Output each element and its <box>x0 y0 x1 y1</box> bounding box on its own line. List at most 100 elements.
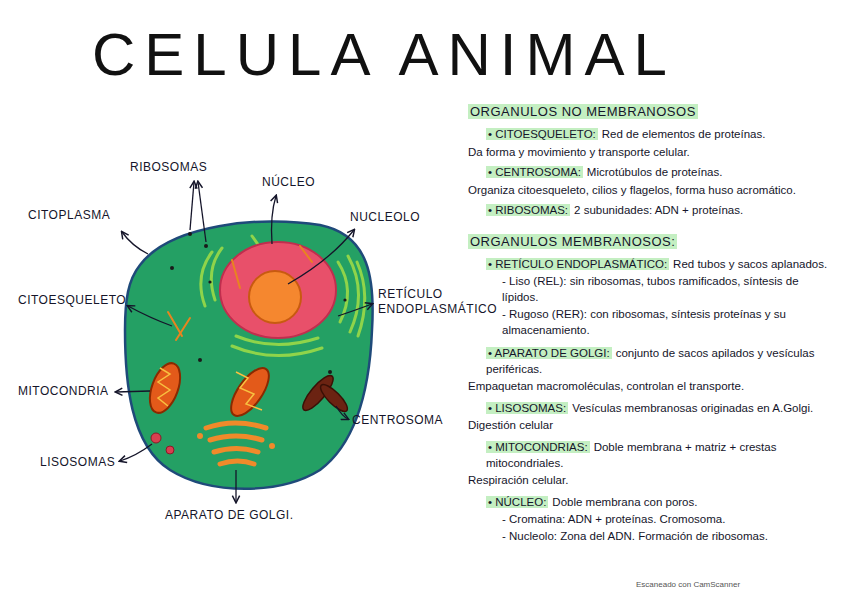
note-term: ORGANULOS NO MEMBRANOSOS <box>468 104 698 119</box>
golgi-sac <box>206 423 266 428</box>
nucleolus <box>249 271 301 323</box>
leader-line <box>120 444 152 461</box>
note-line: - Nucleolo: Zona del ADN. Formación de r… <box>468 528 840 544</box>
part-label: CITOPLASMA <box>28 208 110 223</box>
note-line: Organiza citoesqueleto, cilios y flagelo… <box>468 182 840 198</box>
cell-membrane <box>125 221 373 488</box>
golgi <box>206 423 266 464</box>
note-line: • APARATO DE GOLGI:conjunto de sacos api… <box>468 345 840 377</box>
note-term: • LISOSOMAS: <box>486 402 568 414</box>
part-label: APARATO DE GOLGI. <box>165 508 294 523</box>
cytoskeleton-fiber <box>232 260 240 288</box>
note-text: Vesículas membranosas originadas en A.Go… <box>572 402 813 414</box>
part-label: CITOESQUELETO <box>18 293 126 308</box>
centrosome <box>298 372 350 415</box>
leader-lines <box>116 182 372 502</box>
note-line: • RIBOSOMAS: 2 subunidades: ADN + proteín… <box>468 202 840 218</box>
note-line: • NÚCLEO: Doble membrana con poros. <box>468 494 840 510</box>
leader-line <box>336 406 348 419</box>
note-term: • RETÍCULO ENDOPLASMÁTICO: <box>486 258 669 270</box>
note-line: Empaquetan macromoléculas, controlan el … <box>468 378 840 394</box>
ribosome-dot <box>188 232 192 236</box>
ribosome-dot <box>170 266 174 270</box>
note-line: • RETÍCULO ENDOPLASMÁTICO: Red tubos y sa… <box>468 256 840 272</box>
notes-column: ORGANULOS NO MEMBRANOSOS • CITOESQUELETO:… <box>468 104 840 544</box>
lysosomes <box>151 433 174 454</box>
leader-line <box>338 304 372 316</box>
note-text: 2 subunidades: ADN + proteínas. <box>574 204 743 216</box>
reticulum-fold <box>201 252 212 306</box>
note-line: - Rugoso (RER): con ribosomas, síntesis … <box>468 306 840 338</box>
leader-line <box>128 306 172 326</box>
note-term: • APARATO DE GOLGI: <box>486 347 612 359</box>
reticulum <box>201 236 365 356</box>
reticulum-fold <box>357 262 365 336</box>
golgi-sac <box>214 449 258 453</box>
part-label: RIBOSOMAS <box>130 160 207 175</box>
ribosomes <box>170 232 347 374</box>
watermark: Escaneado con CamScanner <box>636 580 740 589</box>
note-line: • CITOESQUELETO:Red de elementos de prot… <box>468 126 840 142</box>
note-line: ORGANULOS MEMBRANOSOS: <box>468 234 840 250</box>
note-text: Organiza citoesqueleto, cilios y flagelo… <box>468 184 796 196</box>
note-line: Digestión celular <box>468 417 840 433</box>
leader-line <box>116 391 150 392</box>
note-line: • LISOSOMAS: Vesículas membranosas origin… <box>468 400 840 416</box>
note-term: • CENTROSOMA: <box>486 166 583 178</box>
note-text: - Liso (REL): sin ribosomas, tubos ramif… <box>502 275 799 303</box>
title: CELULA ANIMAL <box>92 22 676 88</box>
note-line: - Liso (REL): sin ribosomas, tubos ramif… <box>468 273 840 305</box>
note-line: ORGANULOS NO MEMBRANOSOS <box>468 104 840 120</box>
note-term: • MITOCONDRIAS: <box>486 441 590 453</box>
leader-line <box>122 232 148 254</box>
leader-line <box>272 196 277 244</box>
mitochondrion-crista <box>236 372 262 410</box>
note-term: • NÚCLEO: <box>486 496 548 508</box>
mitochondrion <box>224 362 276 422</box>
golgi-sac <box>210 436 262 440</box>
note-text: Digestión celular <box>468 419 553 431</box>
leader-line <box>235 470 236 502</box>
ribosome-dot <box>328 370 332 374</box>
nucleus <box>220 242 336 338</box>
note-text: Doble membrana con poros. <box>552 496 697 508</box>
cytoskeleton-fiber <box>300 246 312 262</box>
note-text: Microtúbulos de proteínas. <box>587 166 723 178</box>
note-term: • CITOESQUELETO: <box>486 128 598 140</box>
ribosome-dot <box>204 244 208 248</box>
golgi-vesicles <box>197 433 275 449</box>
note-text: - Nucleolo: Zona del ADN. Formación de r… <box>502 530 768 542</box>
leader-line <box>198 182 206 242</box>
part-label: NUCLEOLO <box>350 210 420 225</box>
ribosome-dot <box>208 280 211 283</box>
reticulum-fold <box>348 256 359 332</box>
lysosome <box>166 446 174 454</box>
golgi-vesicle <box>269 443 275 449</box>
note-line: • CENTROSOMA: Microtúbulos de proteínas. <box>468 164 840 180</box>
note-line: Da forma y movimiento y transporte celul… <box>468 144 840 160</box>
ribosome-dot <box>343 298 346 301</box>
leader-line <box>190 182 194 230</box>
mitochondrion <box>144 359 186 417</box>
leader-line <box>288 230 354 284</box>
part-label: NÚCLEO <box>262 175 315 190</box>
note-line: • MITOCONDRIAS:Doble membrana + matriz +… <box>468 439 840 471</box>
cytoskeleton-fiber <box>176 318 190 340</box>
note-line: Respiración celular. <box>468 472 840 488</box>
part-label: CENTROSOMA <box>352 413 443 428</box>
note-term: • RIBOSOMAS: <box>486 204 570 216</box>
note-text: - Rugoso (RER): con ribosomas, síntesis … <box>502 308 786 336</box>
ribosome-dot <box>198 358 202 362</box>
mitochondria <box>144 359 276 422</box>
part-label: LISOSOMAS <box>40 455 115 470</box>
lysosome <box>151 433 161 443</box>
mitochondrion-crista <box>158 368 170 406</box>
note-text: Respiración celular. <box>468 474 568 486</box>
note-term: ORGANULOS MEMBRANOSOS: <box>468 234 677 249</box>
reticulum-fold <box>232 346 322 356</box>
note-text: Empaquetan macromoléculas, controlan el … <box>468 380 744 392</box>
note-line: - Cromatina: ADN + proteínas. Cromosoma. <box>468 511 840 527</box>
note-text: Red tubos y sacos aplanados. <box>673 258 827 270</box>
part-label: MITOCONDRIA <box>18 384 109 399</box>
